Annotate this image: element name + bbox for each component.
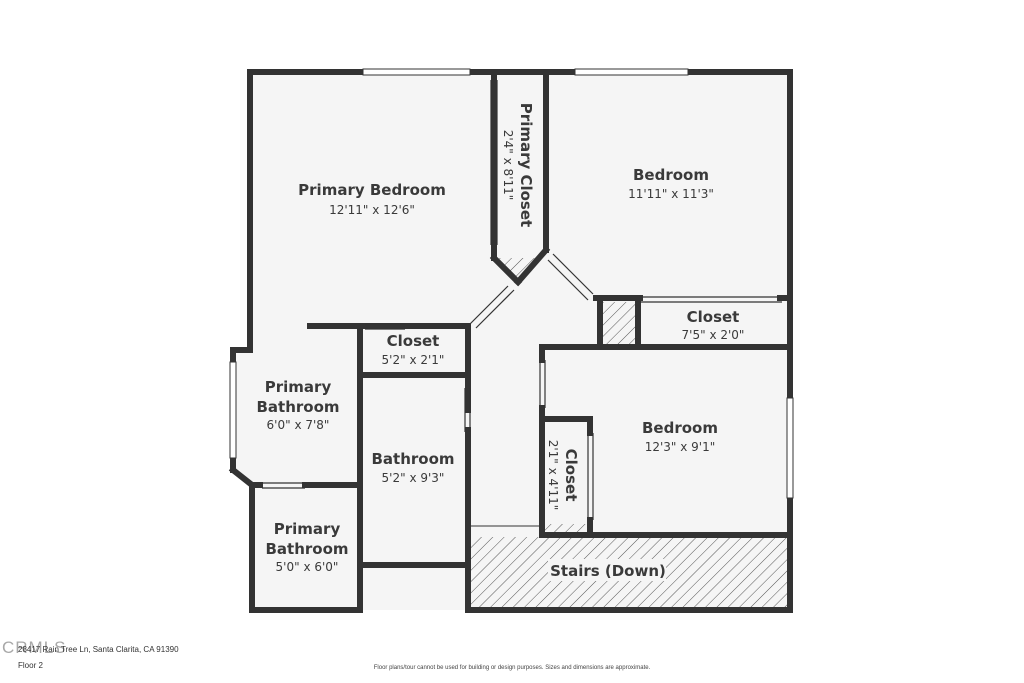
room-label-closet-2: Closet 7'5" x 2'0" xyxy=(682,308,745,342)
svg-text:Closet: Closet xyxy=(387,332,440,350)
shaft-hatch xyxy=(600,302,636,344)
address-text: 28417 Rain Tree Ln, Santa Clarita, CA 91… xyxy=(18,645,179,654)
closet-corner-hatch xyxy=(496,258,541,282)
closet-floor-hatch xyxy=(544,524,588,532)
svg-text:Stairs (Down): Stairs (Down) xyxy=(550,562,666,580)
room-label-primary-bedroom: Primary Bedroom 12'11" x 12'6" xyxy=(298,181,446,217)
svg-text:Primary Bedroom: Primary Bedroom xyxy=(298,181,446,199)
room-label-stairs: Stairs (Down) xyxy=(548,559,666,581)
svg-text:Closet: Closet xyxy=(562,449,580,502)
openings xyxy=(262,80,782,520)
room-label-closet-3: Closet 2'1" x 4'11" xyxy=(546,440,580,511)
svg-text:2'4" x 8'11": 2'4" x 8'11" xyxy=(501,130,515,201)
room-label-bedroom-2: Bedroom 12'3" x 9'1" xyxy=(642,419,718,454)
room-label-primary-bathroom-1: Primary Bathroom 6'0" x 7'8" xyxy=(256,378,339,432)
svg-text:Bathroom: Bathroom xyxy=(265,540,348,558)
svg-text:Primary: Primary xyxy=(265,378,332,396)
svg-text:Closet: Closet xyxy=(687,308,740,326)
watermark-logo: CRMLS xyxy=(2,638,67,657)
svg-text:11'11" x 11'3": 11'11" x 11'3" xyxy=(628,187,714,201)
room-label-closet-1: Closet 5'2" x 2'1" xyxy=(382,332,445,367)
windows xyxy=(229,68,794,499)
svg-text:2'1" x 4'11": 2'1" x 4'11" xyxy=(546,440,560,511)
svg-text:Primary: Primary xyxy=(274,520,341,538)
floor-area xyxy=(233,72,790,610)
svg-text:7'5" x 2'0": 7'5" x 2'0" xyxy=(682,328,745,342)
svg-text:6'0" x 7'8": 6'0" x 7'8" xyxy=(267,418,330,432)
room-label-primary-closet: Primary Closet 2'4" x 8'11" xyxy=(501,103,535,227)
svg-text:12'11" x 12'6": 12'11" x 12'6" xyxy=(329,203,415,217)
room-label-bathroom: Bathroom 5'2" x 9'3" xyxy=(371,450,454,485)
room-label-bedroom-1: Bedroom 11'11" x 11'3" xyxy=(628,166,714,201)
disclaimer-text: Floor plans/tour cannot be used for buil… xyxy=(373,665,651,671)
svg-text:Bathroom: Bathroom xyxy=(256,398,339,416)
svg-text:Bedroom: Bedroom xyxy=(633,166,709,184)
svg-text:5'2" x 9'3": 5'2" x 9'3" xyxy=(382,471,445,485)
svg-text:5'2" x 2'1": 5'2" x 2'1" xyxy=(382,353,445,367)
svg-text:Primary Closet: Primary Closet xyxy=(517,103,535,227)
floor-label: Floor 2 xyxy=(18,661,43,670)
room-label-primary-bathroom-2: Primary Bathroom 5'0" x 6'0" xyxy=(265,520,348,574)
svg-text:5'0" x 6'0": 5'0" x 6'0" xyxy=(276,560,339,574)
svg-text:Bedroom: Bedroom xyxy=(642,419,718,437)
svg-text:12'3" x 9'1": 12'3" x 9'1" xyxy=(645,440,716,454)
svg-text:Bathroom: Bathroom xyxy=(371,450,454,468)
